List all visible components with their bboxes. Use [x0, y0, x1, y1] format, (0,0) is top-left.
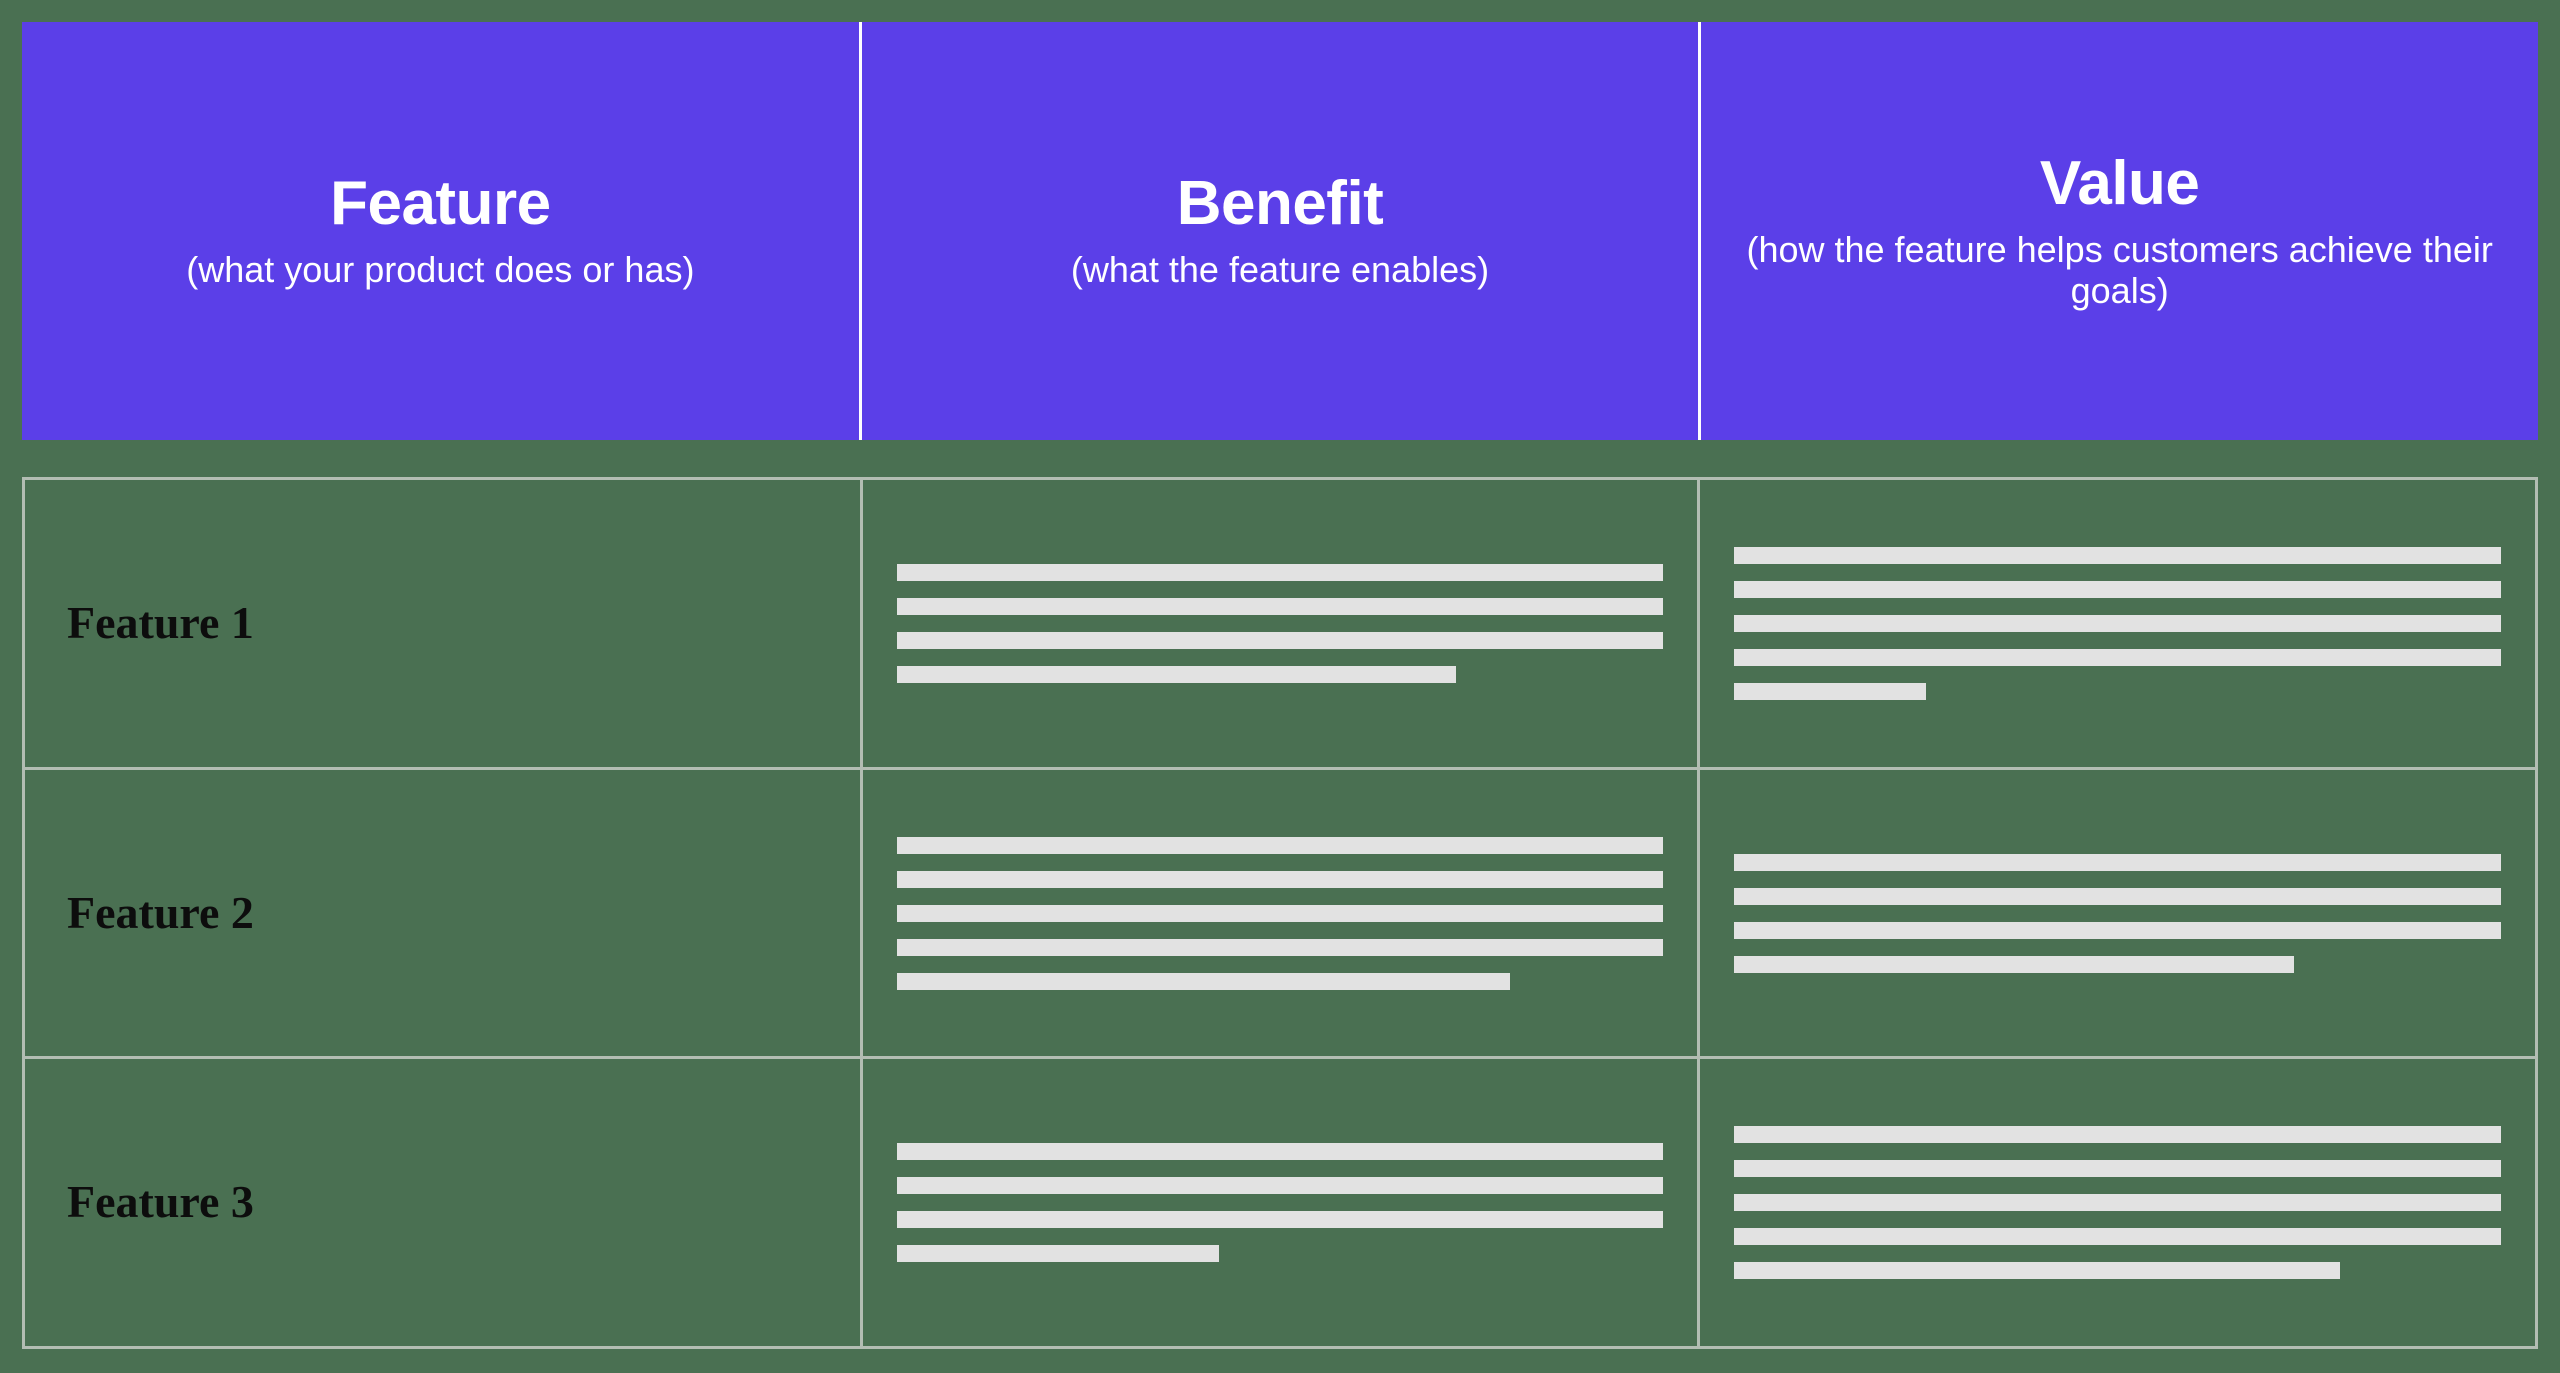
placeholder-line	[896, 665, 1457, 683]
placeholder-line	[1734, 853, 2502, 871]
placeholder-line	[896, 904, 1664, 922]
header-title-feature: Feature	[330, 169, 551, 239]
placeholder-lines	[1734, 546, 2502, 700]
placeholder-line	[1734, 1228, 2502, 1246]
header-subtitle-benefit: (what the feature enables)	[1070, 249, 1490, 291]
placeholder-line	[896, 1177, 1664, 1195]
placeholder-lines	[896, 836, 1664, 990]
table-row: Feature 1	[25, 480, 2535, 767]
placeholder-line	[896, 563, 1664, 581]
placeholder-line	[1734, 955, 2294, 973]
placeholder-line	[896, 597, 1664, 615]
placeholder-line	[896, 1143, 1664, 1161]
benefit-cell[interactable]	[859, 1059, 1698, 1347]
value-cell[interactable]	[1697, 480, 2535, 767]
placeholder-line	[1734, 1194, 2502, 1212]
header-title-value: Value	[2039, 149, 2200, 219]
placeholder-line	[1734, 921, 2502, 939]
placeholder-lines	[1734, 853, 2502, 973]
placeholder-lines	[896, 1143, 1664, 1263]
placeholder-line	[1734, 580, 2502, 598]
header-subtitle-value: (how the feature helps customers achieve…	[1746, 229, 2493, 311]
header-title-benefit: Benefit	[1176, 169, 1384, 239]
table-header-row: Feature (what your product does or has) …	[22, 22, 2538, 440]
benefit-cell[interactable]	[859, 769, 1698, 1057]
placeholder-line	[1734, 1262, 2340, 1280]
feature-label: Feature 1	[67, 597, 254, 649]
placeholder-line	[896, 972, 1510, 990]
placeholder-line	[1734, 546, 2502, 564]
feature-cell: Feature 2	[25, 770, 860, 1057]
table-row: Feature 2	[25, 766, 2535, 1057]
placeholder-line	[1734, 1126, 2502, 1144]
header-cell-benefit: Benefit (what the feature enables)	[858, 22, 1699, 440]
placeholder-lines	[896, 563, 1664, 683]
placeholder-line	[1734, 648, 2502, 666]
placeholder-line	[896, 1211, 1664, 1229]
value-cell[interactable]	[1697, 769, 2535, 1057]
placeholder-line	[896, 1245, 1219, 1263]
feature-label: Feature 3	[67, 1176, 254, 1228]
placeholder-line	[1734, 614, 2502, 632]
placeholder-line	[896, 631, 1664, 649]
placeholder-line	[896, 870, 1664, 888]
placeholder-line	[896, 938, 1664, 956]
placeholder-lines	[1734, 1126, 2502, 1280]
value-cell[interactable]	[1697, 1059, 2535, 1347]
table-row: Feature 3	[25, 1056, 2535, 1347]
header-cell-value: Value (how the feature helps customers a…	[1698, 22, 2538, 440]
feature-label: Feature 2	[67, 886, 254, 938]
benefit-cell[interactable]	[859, 480, 1698, 767]
header-cell-feature: Feature (what your product does or has)	[22, 22, 859, 440]
header-subtitle-feature: (what your product does or has)	[186, 249, 695, 291]
feature-cell: Feature 3	[25, 1059, 860, 1346]
placeholder-line	[1734, 682, 1926, 700]
feature-cell: Feature 1	[25, 480, 860, 767]
placeholder-line	[1734, 1160, 2502, 1178]
table-body: Feature 1 Feature 2 Feature 3	[22, 477, 2538, 1349]
placeholder-line	[1734, 887, 2502, 905]
placeholder-line	[896, 836, 1664, 854]
